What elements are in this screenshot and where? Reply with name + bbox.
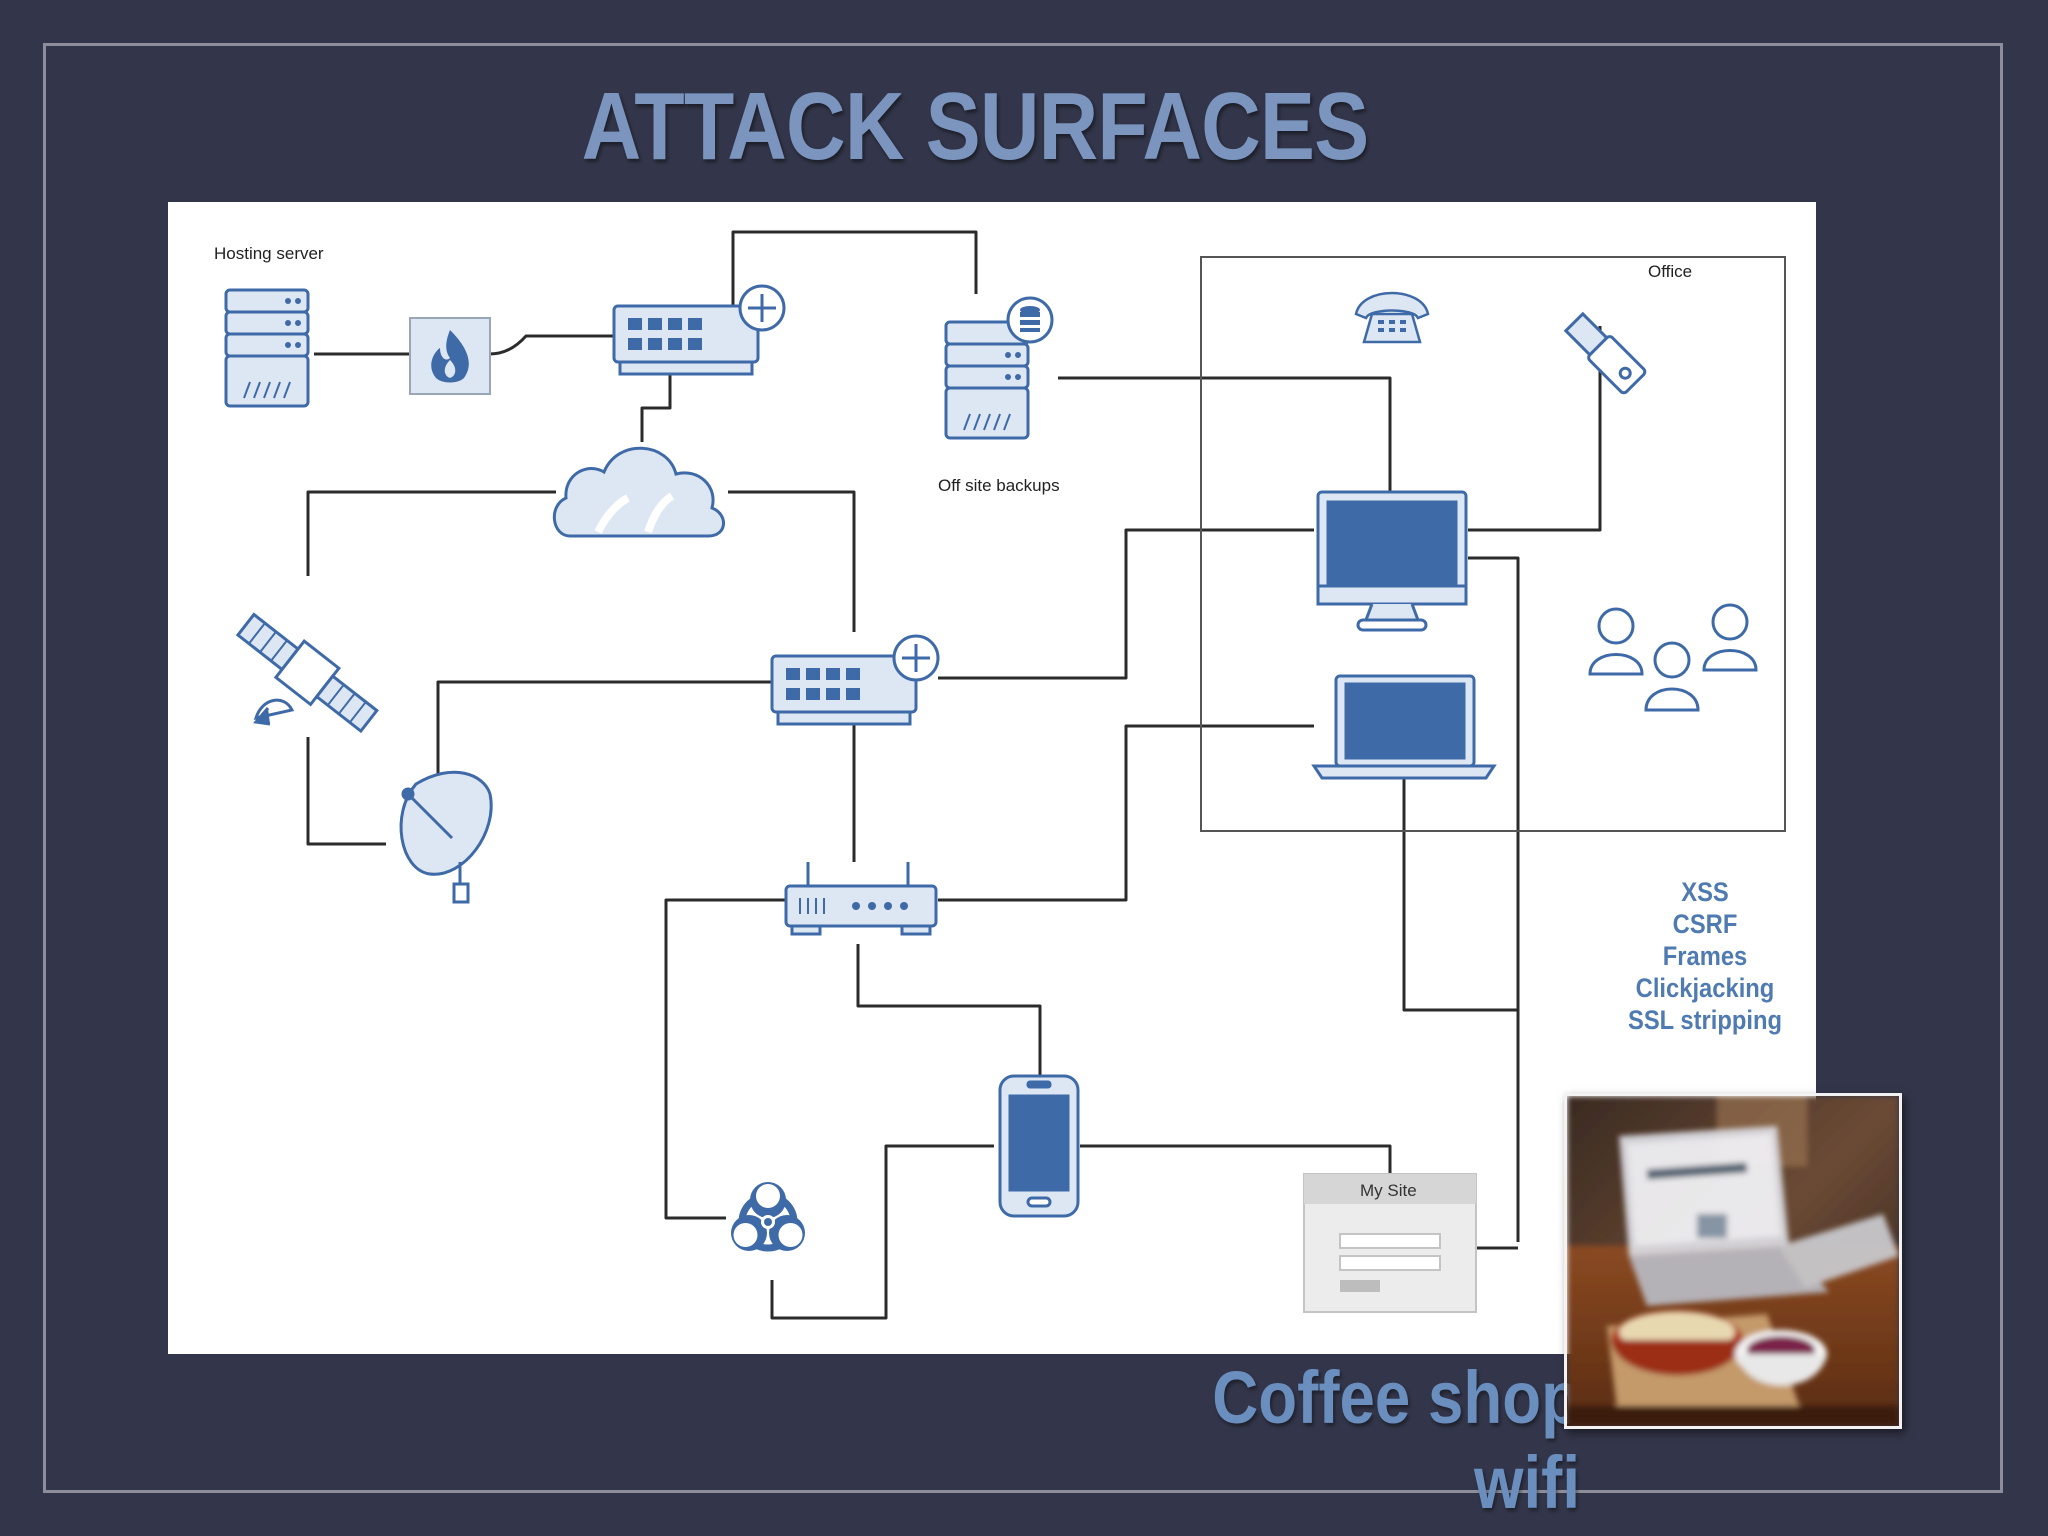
biohazard-icon bbox=[731, 1182, 805, 1252]
attack-item-csrf: CSRF bbox=[1672, 909, 1738, 939]
coffee-shop-photo bbox=[1564, 1093, 1902, 1429]
users-icon bbox=[1588, 603, 1758, 712]
backup-server-icon bbox=[944, 320, 1030, 440]
slide-title: ATTACK SURFACES bbox=[581, 73, 1370, 180]
attack-item-ssl-stripping: SSL stripping bbox=[1627, 1005, 1782, 1035]
coffee-shop-photo-image bbox=[1567, 1096, 1899, 1426]
diagram-canvas bbox=[224, 230, 1758, 1320]
office-boundary bbox=[1200, 256, 1786, 832]
slide-caption: Coffee shop wifi bbox=[1212, 1356, 1580, 1524]
satellite-icon bbox=[235, 612, 379, 734]
attack-item-frames: Frames bbox=[1662, 941, 1748, 971]
website-icon bbox=[1303, 1173, 1477, 1313]
attack-item-clickjacking: Clickjacking bbox=[1635, 973, 1775, 1003]
usb-drive-icon bbox=[1563, 311, 1647, 395]
desktop-icon bbox=[1316, 490, 1468, 632]
laptop-icon bbox=[1311, 674, 1497, 780]
my-site-label: My Site bbox=[1360, 1181, 1417, 1200]
switch-icon bbox=[612, 284, 786, 376]
attack-list: XSS CSRF Frames Clickjacking SSL strippi… bbox=[1560, 876, 1850, 1036]
network-diagram: Hosting server Off site backups Office M… bbox=[168, 202, 1816, 1354]
phone-icon bbox=[1354, 291, 1430, 344]
router-icon bbox=[784, 862, 938, 936]
office-label: Office bbox=[1648, 262, 1693, 281]
satellite-dish-icon bbox=[399, 770, 493, 904]
server-icon bbox=[224, 288, 310, 408]
database-icon bbox=[1006, 296, 1054, 344]
slide-frame bbox=[43, 43, 2003, 1493]
firewall-icon bbox=[409, 317, 491, 395]
cloud-icon bbox=[552, 446, 725, 538]
hosting-server-label: Hosting server bbox=[214, 244, 324, 263]
off-site-backups-label: Off site backups bbox=[938, 476, 1060, 495]
attack-item-xss: XSS bbox=[1681, 877, 1729, 907]
smartphone-icon bbox=[998, 1074, 1080, 1218]
connections bbox=[306, 230, 1602, 1320]
core-switch-icon bbox=[770, 634, 940, 726]
